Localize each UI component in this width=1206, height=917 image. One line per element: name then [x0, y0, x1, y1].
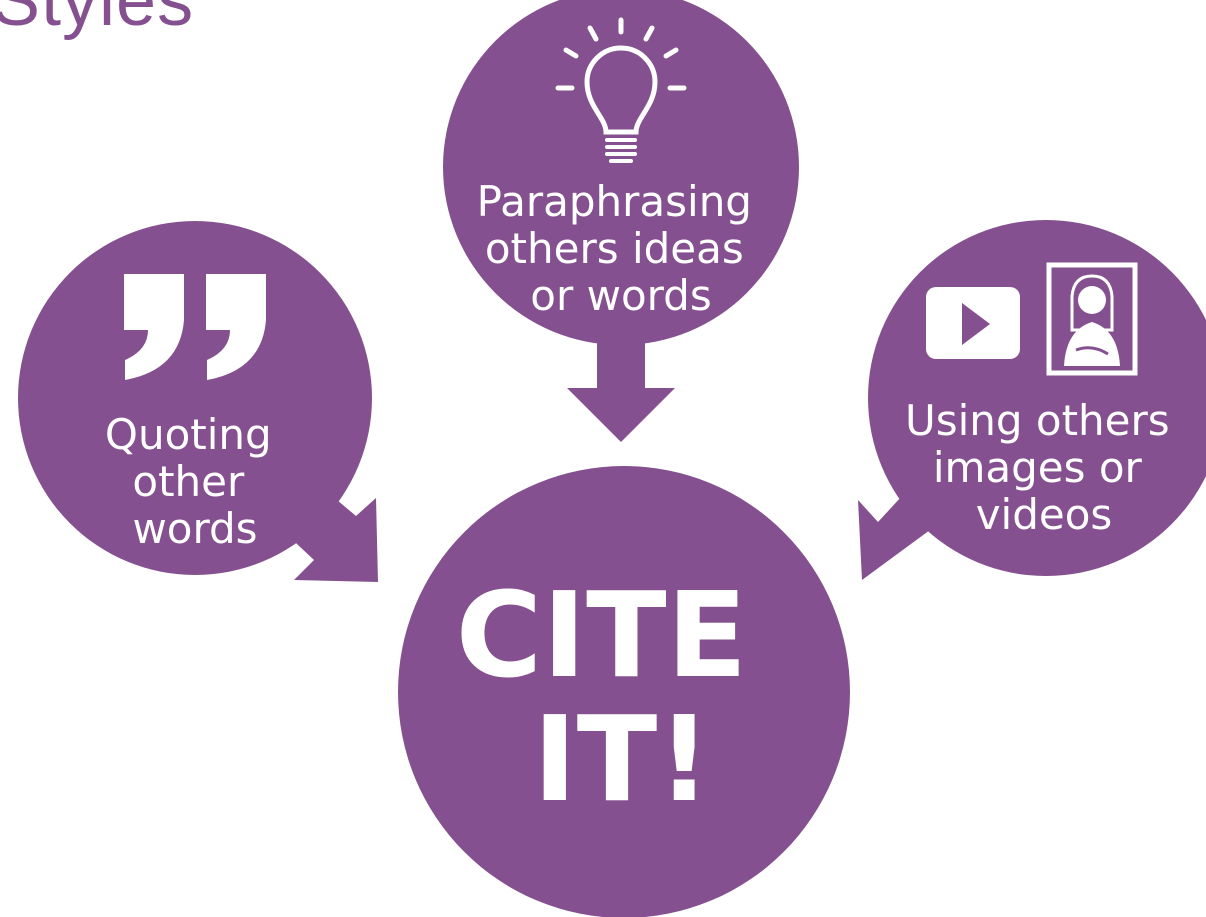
- quoting-arrow: [280, 484, 378, 582]
- cite-it-circle: [398, 466, 850, 917]
- portrait-image-icon: [1046, 262, 1138, 376]
- svg-text:CITE IT!: CITE IT!: [456, 566, 789, 828]
- quoting-label-2: other: [132, 457, 245, 506]
- paraphrasing-arrow: [567, 340, 675, 442]
- paraphrasing-circle: [443, 0, 799, 345]
- cite-it-node: CITE IT!: [398, 466, 850, 917]
- svg-text:Quoting other word: Quoting other words: [105, 410, 285, 553]
- paraphrasing-label-1: Paraphrasing: [477, 177, 752, 226]
- media-label-3: videos: [976, 490, 1113, 539]
- media-label-2: images or: [933, 443, 1143, 492]
- paraphrasing-label-3: or words: [530, 271, 711, 320]
- quoting-circle: [18, 221, 372, 575]
- quoting-label-1: Quoting: [105, 410, 272, 459]
- paraphrasing-label-2: others ideas: [485, 224, 744, 273]
- quoting-label-3: words: [132, 504, 257, 553]
- play-video-icon: [926, 287, 1020, 359]
- cite-it-label-1: CITE: [456, 566, 748, 704]
- quoting-node: Quoting other words: [18, 221, 378, 582]
- media-arrow: [858, 480, 950, 580]
- svg-text:Paraphrasing others idea: Paraphrasing others ideas or words: [477, 177, 766, 320]
- paraphrasing-node: Paraphrasing others ideas or words: [443, 0, 799, 442]
- quote-marks-icon: [124, 274, 266, 380]
- page-title: Styles: [0, 0, 195, 41]
- svg-text:Using others images or: Using others images or videos: [905, 396, 1183, 539]
- cite-it-label-2: IT!: [533, 690, 711, 828]
- lightbulb-icon: [555, 17, 687, 163]
- media-label-1: Using others: [905, 396, 1170, 445]
- media-node: Using others images or videos: [858, 220, 1206, 580]
